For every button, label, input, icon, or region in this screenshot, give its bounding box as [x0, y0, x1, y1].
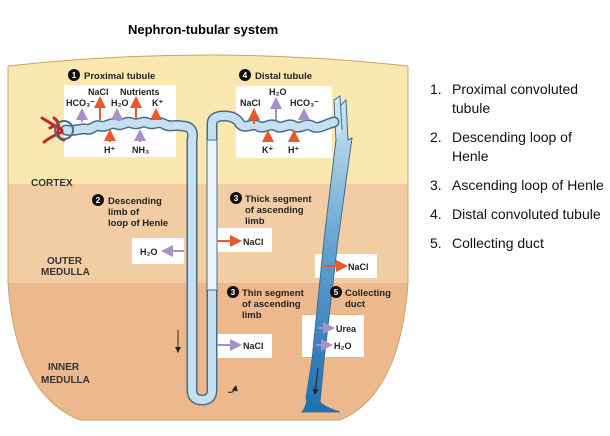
nephron-tubule — [60, 110, 340, 406]
inner-medulla-label-2: MEDULLA — [41, 375, 90, 386]
legend-num: 5. — [430, 235, 442, 251]
distal-label: Distal tubule — [255, 71, 312, 82]
legend-text: Descending loop of Henle — [452, 129, 572, 164]
distal-number-badge — [239, 69, 251, 81]
proximal-number: 1 — [72, 71, 77, 80]
legend-item: 3. Ascending loop of Henle — [430, 176, 605, 195]
urea: Urea — [336, 324, 357, 334]
thin-nacl: NaCl — [243, 341, 264, 351]
cortex-label: CORTEX — [31, 178, 73, 189]
proximal-out-hco3: HCO₃⁻ — [66, 98, 95, 108]
legend-num: 3. — [430, 177, 442, 193]
proximal-number-badge — [68, 69, 80, 81]
distal-in-h: H⁺ — [288, 145, 299, 155]
collecting-label-1: Collecting — [345, 288, 391, 299]
legend-text: Proximal convoluted tubule — [452, 81, 579, 116]
distal-out-water: H₂O — [269, 87, 287, 97]
distal-out-hco3: HCO₃⁻ — [290, 98, 319, 108]
zone-outline — [7, 54, 409, 421]
proximal-in-h: H⁺ — [104, 145, 115, 155]
thick-number: 3 — [234, 194, 239, 203]
legend-item: 1. Proximal convoluted tubule — [430, 80, 605, 118]
legend-item: 4. Distal convoluted tubule — [430, 205, 605, 224]
collecting-urea-box — [302, 315, 364, 357]
descending-label-2: limb of — [108, 207, 140, 218]
descending-label-1: Descending — [108, 196, 162, 207]
legend-num: 1. — [430, 81, 442, 97]
legend-list: 1. Proximal convoluted tubule 2. Descendin… — [430, 80, 605, 263]
collecting-label-2: duct — [345, 299, 366, 310]
legend-text: Ascending loop of Henle — [452, 177, 604, 193]
thin-label-2: of ascending — [242, 299, 301, 310]
collecting-number-badge — [330, 286, 342, 298]
outer-medulla-label-1: OUTER — [47, 256, 83, 267]
collecting-water: H₂O — [334, 341, 352, 351]
collecting-nacl: NaCl — [348, 262, 369, 272]
duct-flow-arrow — [312, 367, 319, 395]
descending-number-badge — [92, 194, 104, 206]
legend-num: 2. — [430, 129, 442, 145]
distal-out-nacl: NaCl — [240, 98, 261, 108]
thick-label-2: of ascending — [245, 205, 304, 216]
thin-number-badge — [227, 286, 239, 298]
collecting-number: 5 — [334, 288, 339, 297]
distal-number: 4 — [243, 71, 248, 80]
diagram-title: Nephron-tubular system — [128, 22, 279, 37]
collecting-duct — [301, 98, 353, 413]
proximal-out-k: K⁺ — [152, 98, 163, 108]
proximal-out-water: H₂O — [111, 98, 129, 108]
distal-in-k: K⁺ — [262, 145, 273, 155]
inner-medulla-label-1: INNER — [48, 362, 80, 373]
thick-label-3: limb — [245, 216, 265, 227]
thick-label-1: Thick segment — [245, 194, 312, 205]
legend-item: 2. Descending loop of Henle — [430, 128, 605, 166]
legend-item: 5. Collecting duct — [430, 234, 605, 253]
proximal-in-nh3: NH₃ — [132, 145, 149, 155]
legend-text: Collecting duct — [452, 235, 544, 251]
descending-number: 2 — [96, 196, 101, 205]
legend-num: 4. — [430, 206, 442, 222]
thick-nacl: NaCl — [243, 237, 264, 247]
proximal-label: Proximal tubule — [84, 71, 155, 82]
thin-number: 3 — [231, 288, 236, 297]
thick-segment — [206, 139, 218, 291]
bowmans-capsule — [54, 120, 74, 140]
outer-medulla-label-2: MEDULLA — [41, 267, 90, 278]
thin-label-1: Thin segment — [242, 288, 305, 299]
descending-water: H₂O — [140, 247, 158, 257]
proximal-out-nutrients: Nutrients — [120, 87, 160, 97]
proximal-out-nacl: NaCl — [88, 87, 109, 97]
thin-label-3: limb — [242, 310, 262, 321]
flow-turn-arrow — [227, 385, 238, 393]
thick-number-badge — [230, 192, 242, 204]
descending-label-3: loop of Henle — [108, 218, 168, 229]
legend-text: Distal convoluted tubule — [452, 206, 601, 222]
